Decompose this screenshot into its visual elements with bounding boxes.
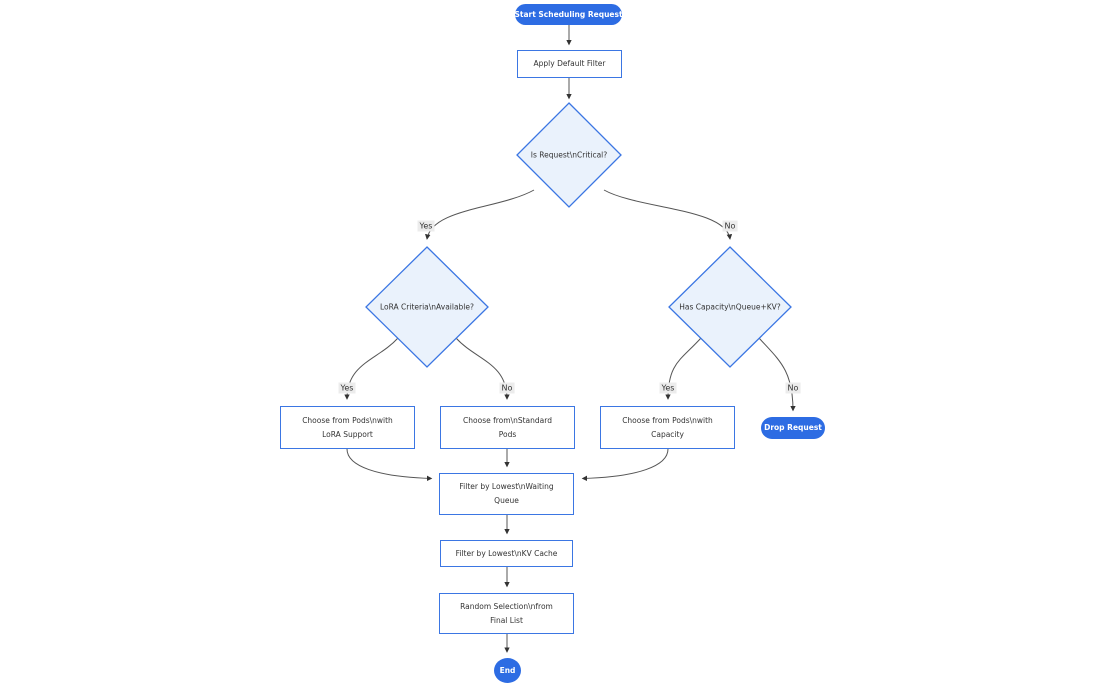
start-node: Start Scheduling Request	[514, 4, 623, 25]
process-choose-pods-capacity: Choose from Pods\nwith Capacity	[600, 406, 735, 449]
edge-critical-yes-to-lora	[425, 189, 535, 240]
start-node-label: Start Scheduling Request	[514, 9, 623, 19]
process-random-selection: Random Selection\nfrom Final List	[439, 593, 574, 634]
apply-default-filter-label: Apply Default Filter	[533, 59, 606, 68]
process-filter-kv-cache: Filter by Lowest\nKV Cache	[440, 540, 573, 567]
process-choose-pods-lora: Choose from Pods\nwith LoRA Support	[280, 406, 415, 449]
end-node-label: End	[499, 665, 516, 675]
choose-pods-lora-label: Choose from Pods\nwith LoRA Support	[302, 415, 393, 439]
edge-choose-capacity-to-filter-waiting	[581, 448, 669, 482]
edge-label-lora-no: No	[499, 382, 515, 394]
edge-label-critical-yes: Yes	[417, 220, 435, 232]
choose-pods-capacity-label: Choose from Pods\nwith Capacity	[622, 415, 713, 439]
edge-label-capacity-yes: Yes	[659, 382, 677, 394]
decision-is-request-critical-label: Is Request\nCritical?	[530, 150, 608, 160]
process-apply-default-filter: Apply Default Filter	[517, 50, 622, 78]
decision-has-capacity-label: Has Capacity\nQueue+KV?	[679, 302, 781, 312]
decision-lora-criteria-label: LoRA Criteria\nAvailable?	[380, 302, 474, 312]
edge-label-critical-no: No	[722, 220, 738, 232]
end-node: End	[494, 658, 521, 683]
drop-request-node: Drop Request	[761, 417, 825, 439]
edge-capacity-no-to-drop	[758, 337, 796, 412]
process-filter-waiting-queue: Filter by Lowest\nWaiting Queue	[439, 473, 574, 515]
edge-label-lora-yes: Yes	[338, 382, 356, 394]
edge-label-capacity-no: No	[785, 382, 801, 394]
drop-request-label: Drop Request	[764, 423, 822, 432]
filter-waiting-queue-label: Filter by Lowest\nWaiting Queue	[459, 482, 554, 505]
process-choose-standard-pods: Choose from\nStandard Pods	[440, 406, 575, 449]
random-selection-label: Random Selection\nfrom Final List	[460, 601, 553, 625]
filter-kv-cache-label: Filter by Lowest\nKV Cache	[455, 548, 558, 558]
decision-is-request-critical-shape	[516, 102, 622, 208]
decision-lora-criteria-shape	[365, 246, 489, 368]
edge-critical-no-to-capacity	[603, 189, 733, 240]
decision-has-capacity-shape	[668, 246, 792, 368]
choose-standard-pods-label: Choose from\nStandard Pods	[463, 415, 552, 439]
edge-choose-lora-to-filter-waiting	[346, 448, 433, 482]
